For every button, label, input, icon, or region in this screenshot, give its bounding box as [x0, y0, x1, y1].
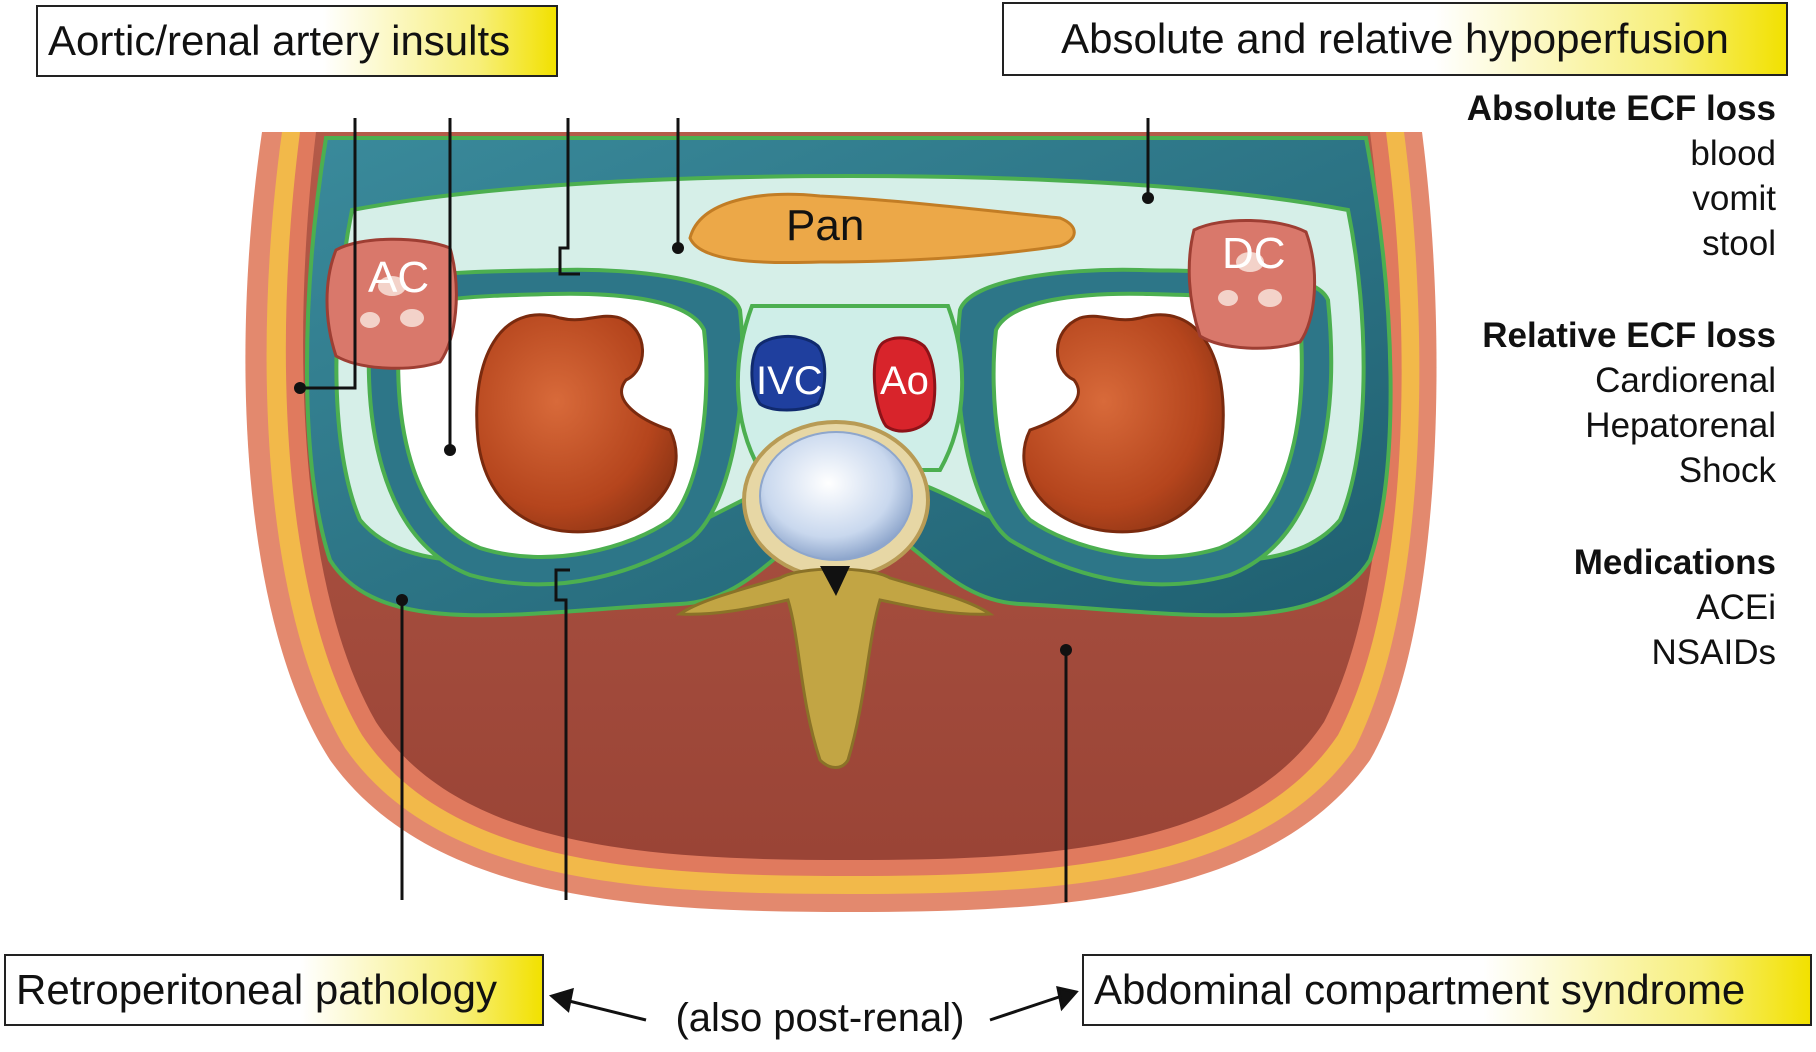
absolute-ecf-loss-heading: Absolute ECF loss — [1467, 86, 1776, 131]
also-post-renal-note: (also post-renal) — [660, 996, 980, 1041]
medications-heading: Medications — [1574, 540, 1776, 585]
label-ivc: IVC — [756, 359, 823, 403]
absolute-item-vomit: vomit — [1467, 176, 1776, 221]
relative-item-hepatorenal: Hepatorenal — [1482, 403, 1776, 448]
absolute-ecf-loss-group: Absolute ECF loss blood vomit stool — [1467, 86, 1776, 266]
medication-item-acei: ACEi — [1574, 585, 1776, 630]
relative-item-shock: Shock — [1482, 448, 1776, 493]
callout-acs-label: Abdominal compartment syndrome — [1094, 966, 1745, 1014]
label-descending-colon: DC — [1222, 229, 1286, 278]
medication-item-nsaids: NSAIDs — [1574, 630, 1776, 675]
callout-abdominal-compartment-syndrome: Abdominal compartment syndrome — [1082, 954, 1812, 1026]
callout-aortic-label: Aortic/renal artery insults — [48, 17, 510, 65]
callout-hypoperfusion: Absolute and relative hypoperfusion — [1002, 2, 1788, 76]
callout-aortic-renal-artery-insults: Aortic/renal artery insults — [36, 5, 558, 77]
absolute-item-blood: blood — [1467, 131, 1776, 176]
relative-ecf-loss-heading: Relative ECF loss — [1482, 313, 1776, 358]
relative-item-cardiorenal: Cardiorenal — [1482, 358, 1776, 403]
label-aorta: Ao — [880, 359, 929, 403]
relative-ecf-loss-group: Relative ECF loss Cardiorenal Hepatorena… — [1482, 313, 1776, 493]
label-ascending-colon: AC — [368, 253, 429, 302]
absolute-item-stool: stool — [1467, 221, 1776, 266]
medications-group: Medications ACEi NSAIDs — [1574, 540, 1776, 675]
callout-retroperitoneal-label: Retroperitoneal pathology — [16, 966, 497, 1014]
label-pancreas: Pan — [786, 201, 864, 250]
callout-retroperitoneal-pathology: Retroperitoneal pathology — [4, 954, 544, 1026]
callout-hypoperfusion-label: Absolute and relative hypoperfusion — [1061, 15, 1729, 63]
